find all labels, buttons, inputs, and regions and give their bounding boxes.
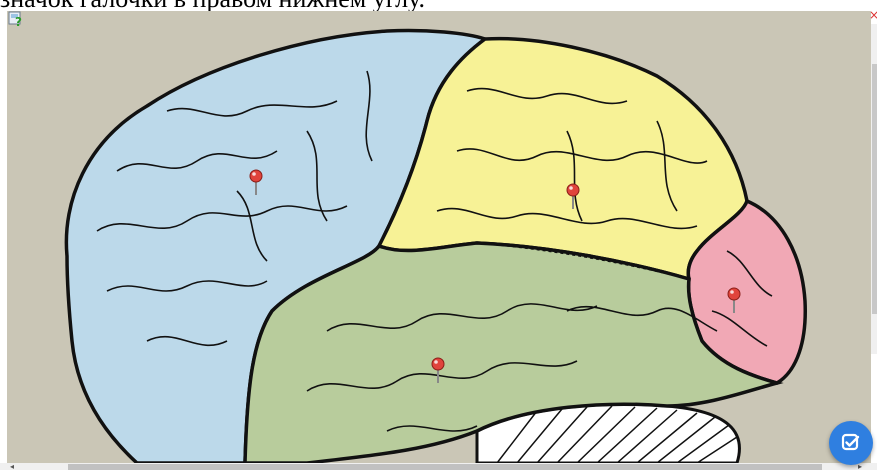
help-image-icon[interactable]: ? [8, 11, 24, 27]
vertical-scrollbar-thumb[interactable] [872, 64, 877, 314]
brain-image-viewer[interactable] [7, 11, 871, 463]
close-icon[interactable]: × [869, 9, 877, 21]
check-square-icon [841, 433, 861, 453]
scroll-right-icon[interactable]: ▸ [858, 463, 862, 470]
horizontal-scrollbar-thumb[interactable] [68, 464, 822, 470]
brain-diagram [7, 11, 871, 463]
check-button[interactable] [829, 421, 873, 465]
horizontal-scrollbar[interactable]: ◂ ▸ [0, 463, 877, 470]
scroll-left-icon[interactable]: ◂ [10, 463, 14, 470]
vertical-scrollbar[interactable] [871, 24, 877, 354]
svg-text:?: ? [15, 15, 22, 27]
